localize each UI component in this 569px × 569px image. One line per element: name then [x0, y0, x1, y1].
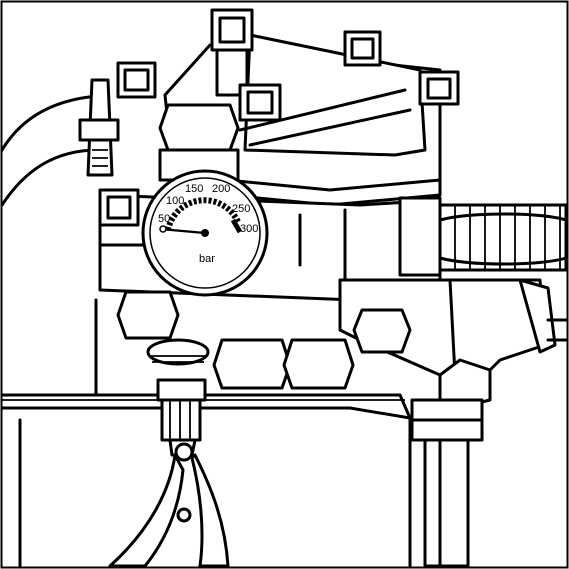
- hex-cap-upper: [158, 103, 240, 182]
- gauge-tick-label: 300: [240, 223, 258, 235]
- drop-pipe: [410, 398, 484, 568]
- gauge-zero-stop: [159, 225, 167, 233]
- gauge-scale-arc: [165, 197, 241, 231]
- hex-bolt-low-left: [98, 188, 140, 227]
- hex-bolt-left: [116, 61, 157, 99]
- gauge-scale-end: [230, 218, 243, 234]
- threaded-port: [146, 338, 210, 366]
- valve-cartridge: [156, 378, 207, 457]
- hex-cap-lower-left: [116, 290, 180, 340]
- hex-bolt-center: [238, 83, 282, 122]
- gauge-needle: [159, 227, 206, 235]
- gauge-tick-label: 150: [185, 183, 203, 195]
- gauge-tick-label: 200: [212, 183, 230, 195]
- hex-bolt-top-right: [343, 30, 382, 67]
- hex-nut-pair: [212, 338, 355, 390]
- pressure-gauge: 50 100 150 200 250 300 bar: [141, 169, 269, 297]
- gauge-tick-label: 250: [232, 203, 250, 215]
- gauge-unit-label: bar: [199, 253, 215, 265]
- gauge-pivot: [201, 229, 209, 237]
- pliers-tool: [108, 442, 230, 568]
- left-hose: [0, 94, 100, 152]
- left-hose-lower: [0, 148, 100, 207]
- hex-bolt-top-center: [210, 8, 254, 97]
- gauge-tick-label: 100: [166, 195, 184, 207]
- corrugated-hose: [398, 196, 568, 277]
- hex-cap-lower-right: [352, 308, 412, 354]
- left-lever: [78, 78, 120, 177]
- hex-bolt-right: [418, 70, 460, 106]
- gauge-tick-label: 50: [158, 213, 170, 225]
